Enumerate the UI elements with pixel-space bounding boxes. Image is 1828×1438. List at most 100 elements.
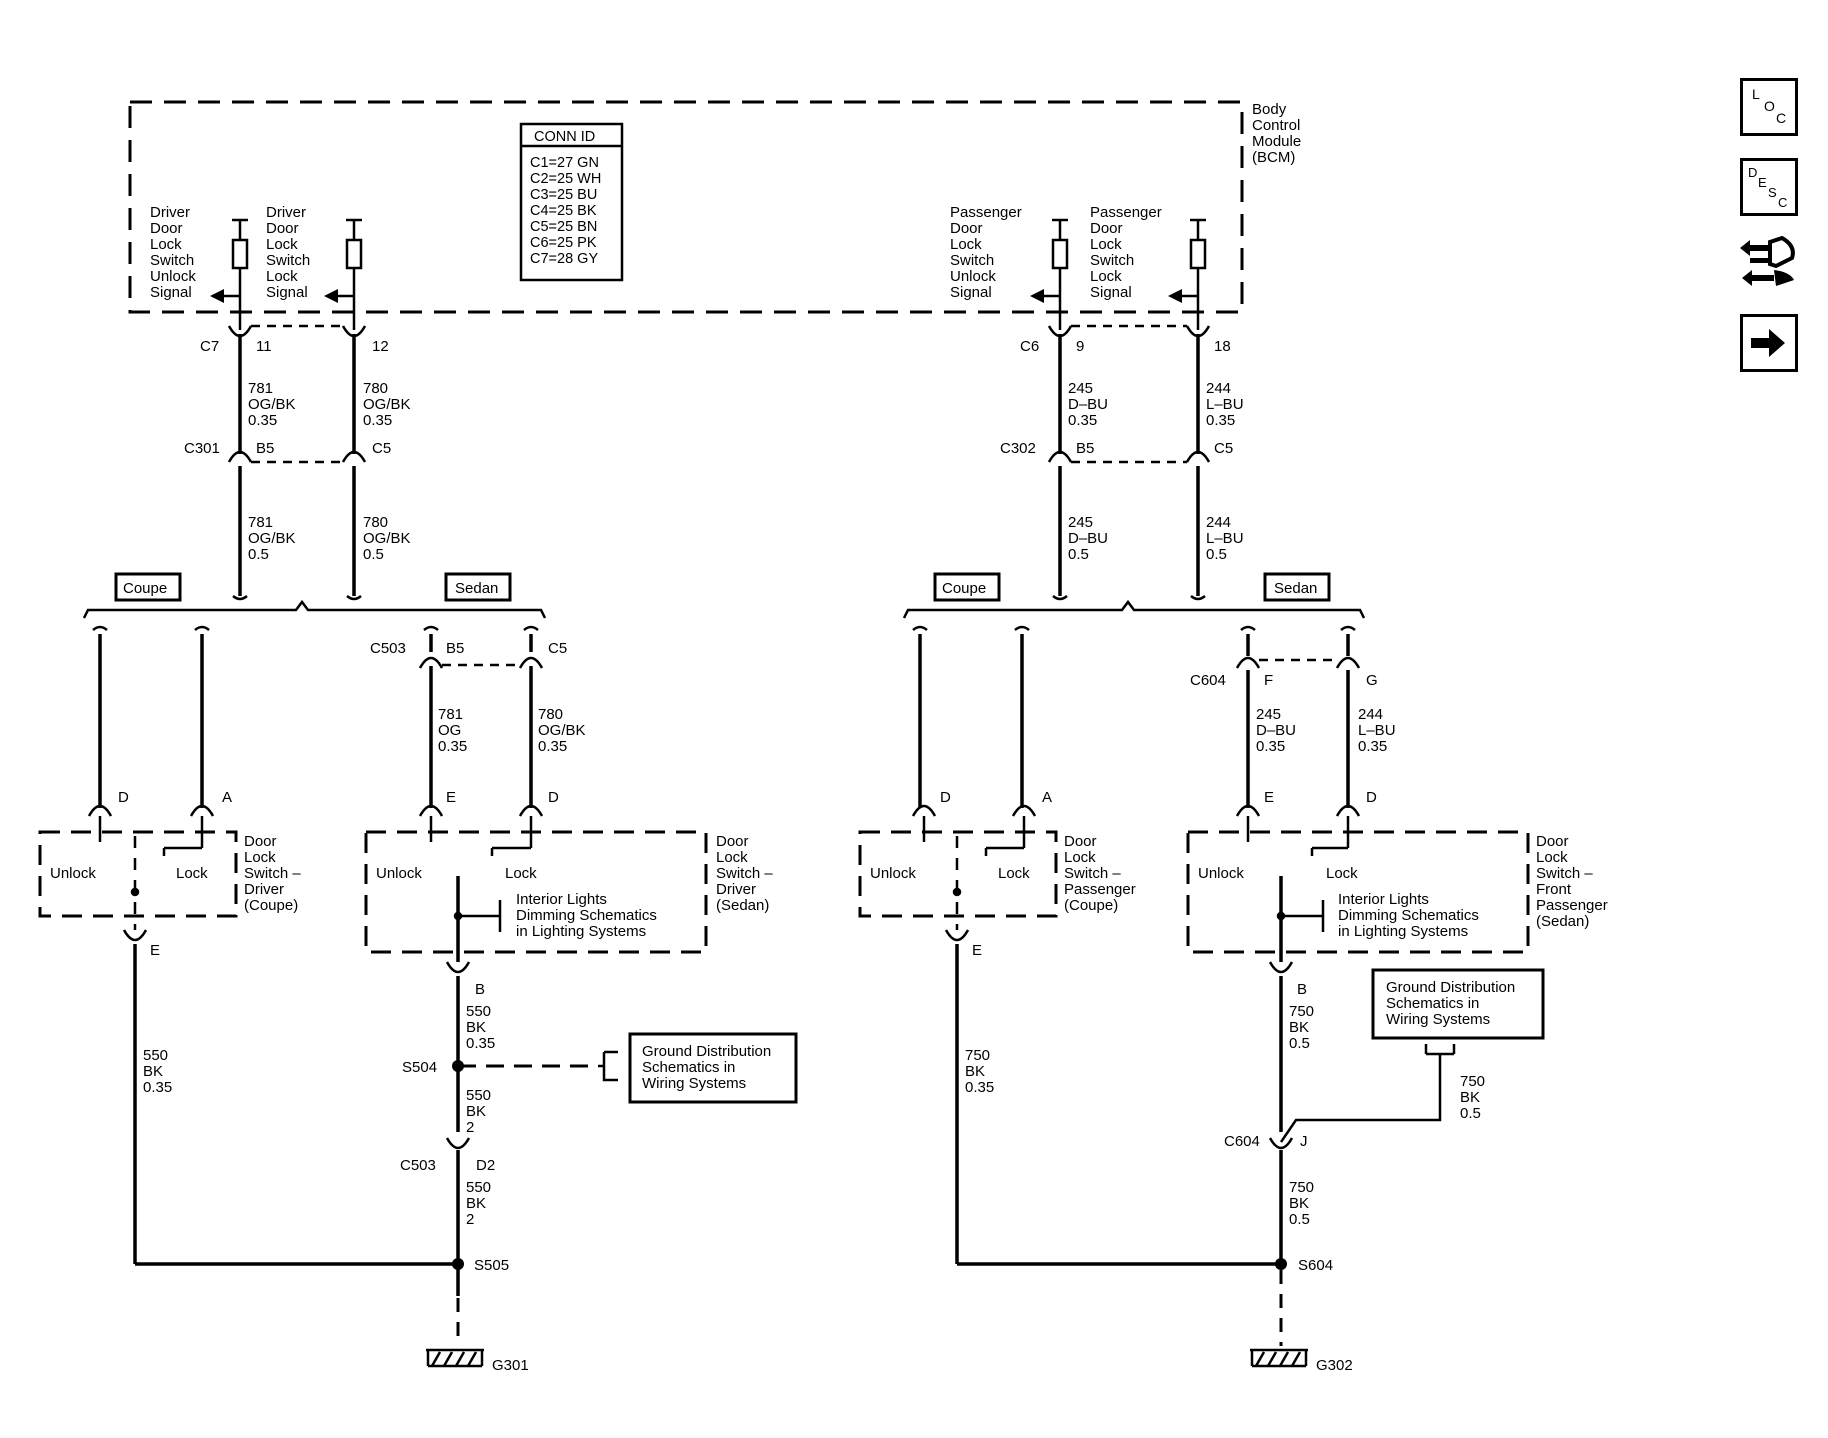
splice-label-s505: S505 — [474, 1257, 509, 1274]
svg-text:Unlock: Unlock — [50, 865, 96, 882]
svg-text:780: 780 — [538, 706, 563, 723]
splice-s604-dot — [1275, 1258, 1287, 1270]
option-bracket-left — [82, 599, 547, 619]
switch-front-passenger-sedan: Unlock Lock — [1186, 816, 1530, 962]
svg-text:Control: Control — [1252, 117, 1300, 134]
svg-text:D: D — [1748, 165, 1757, 180]
conn-label-c503-d2: C503 — [400, 1157, 436, 1174]
wire-label: 245 D–BU 0.5 — [1068, 514, 1108, 563]
connector-dashes — [251, 324, 1337, 667]
svg-text:245: 245 — [1068, 380, 1093, 397]
svg-text:0.35: 0.35 — [466, 1035, 495, 1052]
svg-text:244: 244 — [1206, 380, 1231, 397]
svg-text:Body: Body — [1252, 101, 1287, 118]
switch-label-driver-sedan: Door Lock Switch – Driver (Sedan) — [716, 833, 773, 914]
wire-label: 780 OG/BK 0.5 — [363, 514, 411, 563]
splice-label-s504: S504 — [402, 1059, 437, 1076]
svg-text:0.5: 0.5 — [1289, 1211, 1310, 1228]
svg-text:244: 244 — [1358, 706, 1383, 723]
svg-text:Passenger: Passenger — [1090, 204, 1162, 221]
wire-label: 244 L–BU 0.5 — [1206, 514, 1244, 563]
ground-wires-right — [955, 944, 1283, 1266]
svg-text:Door: Door — [266, 220, 299, 237]
svg-text:750: 750 — [965, 1047, 990, 1064]
svg-text:L–BU: L–BU — [1206, 530, 1244, 547]
wire-runs-left — [98, 334, 533, 808]
svg-text:in Lighting Systems: in Lighting Systems — [516, 923, 646, 940]
svg-text:2: 2 — [466, 1211, 474, 1228]
ref-ground-distribution-left: Ground Distribution Schematics in Wiring… — [628, 1032, 798, 1104]
svg-text:C7=28 GY: C7=28 GY — [530, 251, 598, 267]
wire-label: 550 BK 0.35 — [143, 1047, 172, 1096]
wire-label: 244 L–BU 0.35 — [1206, 380, 1244, 429]
svg-text:Switch –: Switch – — [716, 865, 773, 882]
svg-text:Door: Door — [950, 220, 983, 237]
wire-label: 750 BK 0.5 — [1289, 1179, 1314, 1228]
svg-text:BK: BK — [466, 1019, 486, 1036]
svg-text:BK: BK — [1289, 1195, 1309, 1212]
svg-text:0.5: 0.5 — [248, 546, 269, 563]
svg-text:C1=27 GN: C1=27 GN — [530, 155, 599, 171]
svg-text:Switch: Switch — [950, 252, 994, 269]
conn-label-c301: C301 — [184, 440, 220, 457]
svg-text:Dimming Schematics: Dimming Schematics — [1338, 907, 1479, 924]
svg-text:Switch –: Switch – — [244, 865, 301, 882]
svg-text:2: 2 — [466, 1119, 474, 1136]
svg-text:Interior Lights: Interior Lights — [1338, 891, 1429, 908]
connector-exchange-icon[interactable] — [1736, 232, 1802, 296]
svg-text:C5=25 BN: C5=25 BN — [530, 219, 597, 235]
conn-label-c6: C6 — [1020, 338, 1039, 355]
wire-stub-ends — [92, 595, 1356, 631]
svg-text:Switch: Switch — [1090, 252, 1134, 269]
svg-text:(Coupe): (Coupe) — [244, 897, 298, 914]
svg-text:Lock: Lock — [176, 865, 208, 882]
next-page-arrow-icon[interactable] — [1740, 314, 1798, 372]
svg-text:Lock: Lock — [505, 865, 537, 882]
conn-label-c302: C302 — [1000, 440, 1036, 457]
option-bracket-right — [902, 599, 1366, 619]
svg-text:Switch –: Switch – — [1064, 865, 1121, 882]
svg-text:Passenger: Passenger — [1064, 881, 1136, 898]
svg-text:0.35: 0.35 — [965, 1079, 994, 1096]
svg-text:Lock: Lock — [1064, 849, 1096, 866]
svg-text:0.35: 0.35 — [1206, 412, 1235, 429]
svg-text:Switch: Switch — [150, 252, 194, 269]
svg-text:E: E — [1758, 175, 1767, 190]
svg-text:Signal: Signal — [950, 284, 992, 301]
switch-passenger-coupe: Unlock Lock — [858, 816, 1058, 930]
bcm-internal-circuit — [222, 218, 1207, 330]
ground-symbol-g302 — [1250, 1348, 1308, 1368]
svg-text:781: 781 — [438, 706, 463, 723]
location-view-icon[interactable]: L O C — [1740, 78, 1798, 136]
pin-label: A — [222, 789, 232, 806]
pin-label: G — [1366, 672, 1378, 689]
svg-text:550: 550 — [466, 1003, 491, 1020]
svg-text:Interior Lights: Interior Lights — [516, 891, 607, 908]
svg-text:BK: BK — [1289, 1019, 1309, 1036]
svg-text:750: 750 — [1289, 1003, 1314, 1020]
svg-text:Signal: Signal — [266, 284, 308, 301]
svg-text:OG/BK: OG/BK — [363, 396, 411, 413]
svg-text:Door: Door — [716, 833, 749, 850]
svg-text:Dimming Schematics: Dimming Schematics — [516, 907, 657, 924]
svg-text:Driver: Driver — [244, 881, 284, 898]
svg-text:Door: Door — [1064, 833, 1097, 850]
description-view-icon[interactable]: D E S C — [1740, 158, 1798, 216]
wire-label: 781 OG/BK 0.5 — [248, 514, 296, 563]
pin-label: 9 — [1076, 338, 1084, 355]
svg-text:L–BU: L–BU — [1206, 396, 1244, 413]
pin-label: 18 — [1214, 338, 1231, 355]
svg-text:Unlock: Unlock — [376, 865, 422, 882]
svg-text:245: 245 — [1068, 514, 1093, 531]
svg-text:(BCM): (BCM) — [1252, 149, 1295, 166]
svg-text:Sedan: Sedan — [455, 580, 498, 597]
svg-text:Lock: Lock — [1326, 865, 1358, 882]
svg-text:Driver: Driver — [150, 204, 190, 221]
signal-label-driver-unlock: Driver Door Lock Switch Unlock Signal — [150, 204, 196, 301]
svg-text:C4=25 BK: C4=25 BK — [530, 203, 597, 219]
svg-text:S: S — [1768, 185, 1777, 200]
svg-text:L: L — [1752, 86, 1760, 102]
svg-text:C3=25 BU: C3=25 BU — [530, 187, 597, 203]
wire-label: 750 BK 0.5 — [1289, 1003, 1314, 1052]
svg-text:0.35: 0.35 — [438, 738, 467, 755]
